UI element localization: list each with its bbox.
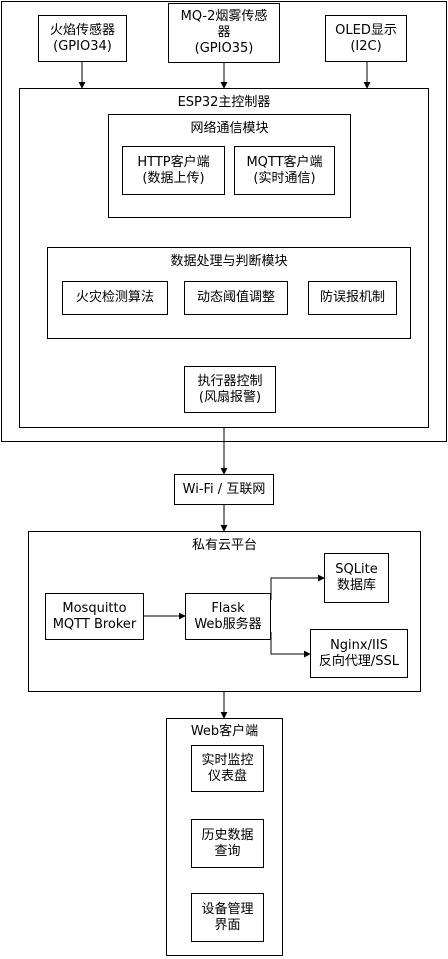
threshold-node: [184, 281, 288, 315]
http-client-node: [122, 146, 225, 195]
flame-sensor-node: [38, 15, 127, 62]
mosquitto-label: Mosquitto MQTT Broker: [52, 600, 137, 632]
private-cloud-title: 私有云平台: [191, 538, 257, 553]
fire-detection-label: 火灾检测算法: [75, 290, 154, 305]
flask-label: Flask Web服务器: [194, 600, 262, 632]
actuator-label: 执行器控制 (风扇报警): [197, 373, 263, 405]
smoke-sensor-node: [168, 3, 280, 63]
wifi-node: [174, 474, 274, 505]
mosquitto-node: [45, 593, 144, 640]
threshold-label: 动态阈值调整: [196, 290, 275, 305]
flame-sensor-label: 火焰传感器 (GPIO34): [49, 22, 115, 54]
device-mgmt-node: [191, 893, 264, 942]
nginx-node: [310, 629, 408, 678]
esp32-title: ESP32主控制器: [177, 95, 271, 110]
web-client-title: Web客户端: [190, 724, 259, 739]
history-label: 历史数据 查询: [201, 827, 254, 859]
dashboard-node: [191, 745, 264, 792]
actuator-node: [184, 366, 276, 413]
fire-detection-node: [62, 281, 168, 315]
false-alarm-node: [308, 281, 397, 315]
false-alarm-label: 防误报机制: [319, 290, 385, 305]
mqtt-client-node: [234, 146, 335, 195]
edge-flask-to-nginx: [270, 632, 311, 658]
device-mgmt-label: 设备管理 界面: [201, 901, 254, 933]
network-module-title: 网络通信模块: [190, 121, 269, 136]
nginx-label: Nginx/IIS 反向代理/SSL: [318, 637, 400, 669]
oled-display-node: [325, 15, 407, 62]
dashboard-label: 实时监控 仪表盘: [201, 752, 254, 784]
flask-node: [185, 593, 271, 640]
edge-flask-to-sqlite: [270, 574, 325, 600]
wifi-label: Wi-Fi / 互联网: [182, 481, 266, 497]
http-client-label: HTTP客户端 (数据上传): [137, 154, 210, 186]
processing-module-title: 数据处理与判断模块: [170, 254, 288, 269]
smoke-sensor-label: MQ-2烟雾传感 器 (GPIO35): [180, 9, 268, 56]
mqtt-client-label: MQTT客户端 (实时通信): [246, 154, 323, 186]
sqlite-label: SQLite 数据库: [335, 562, 378, 593]
oled-display-label: OLED显示 (I2C): [335, 22, 397, 54]
history-node: [191, 819, 264, 868]
